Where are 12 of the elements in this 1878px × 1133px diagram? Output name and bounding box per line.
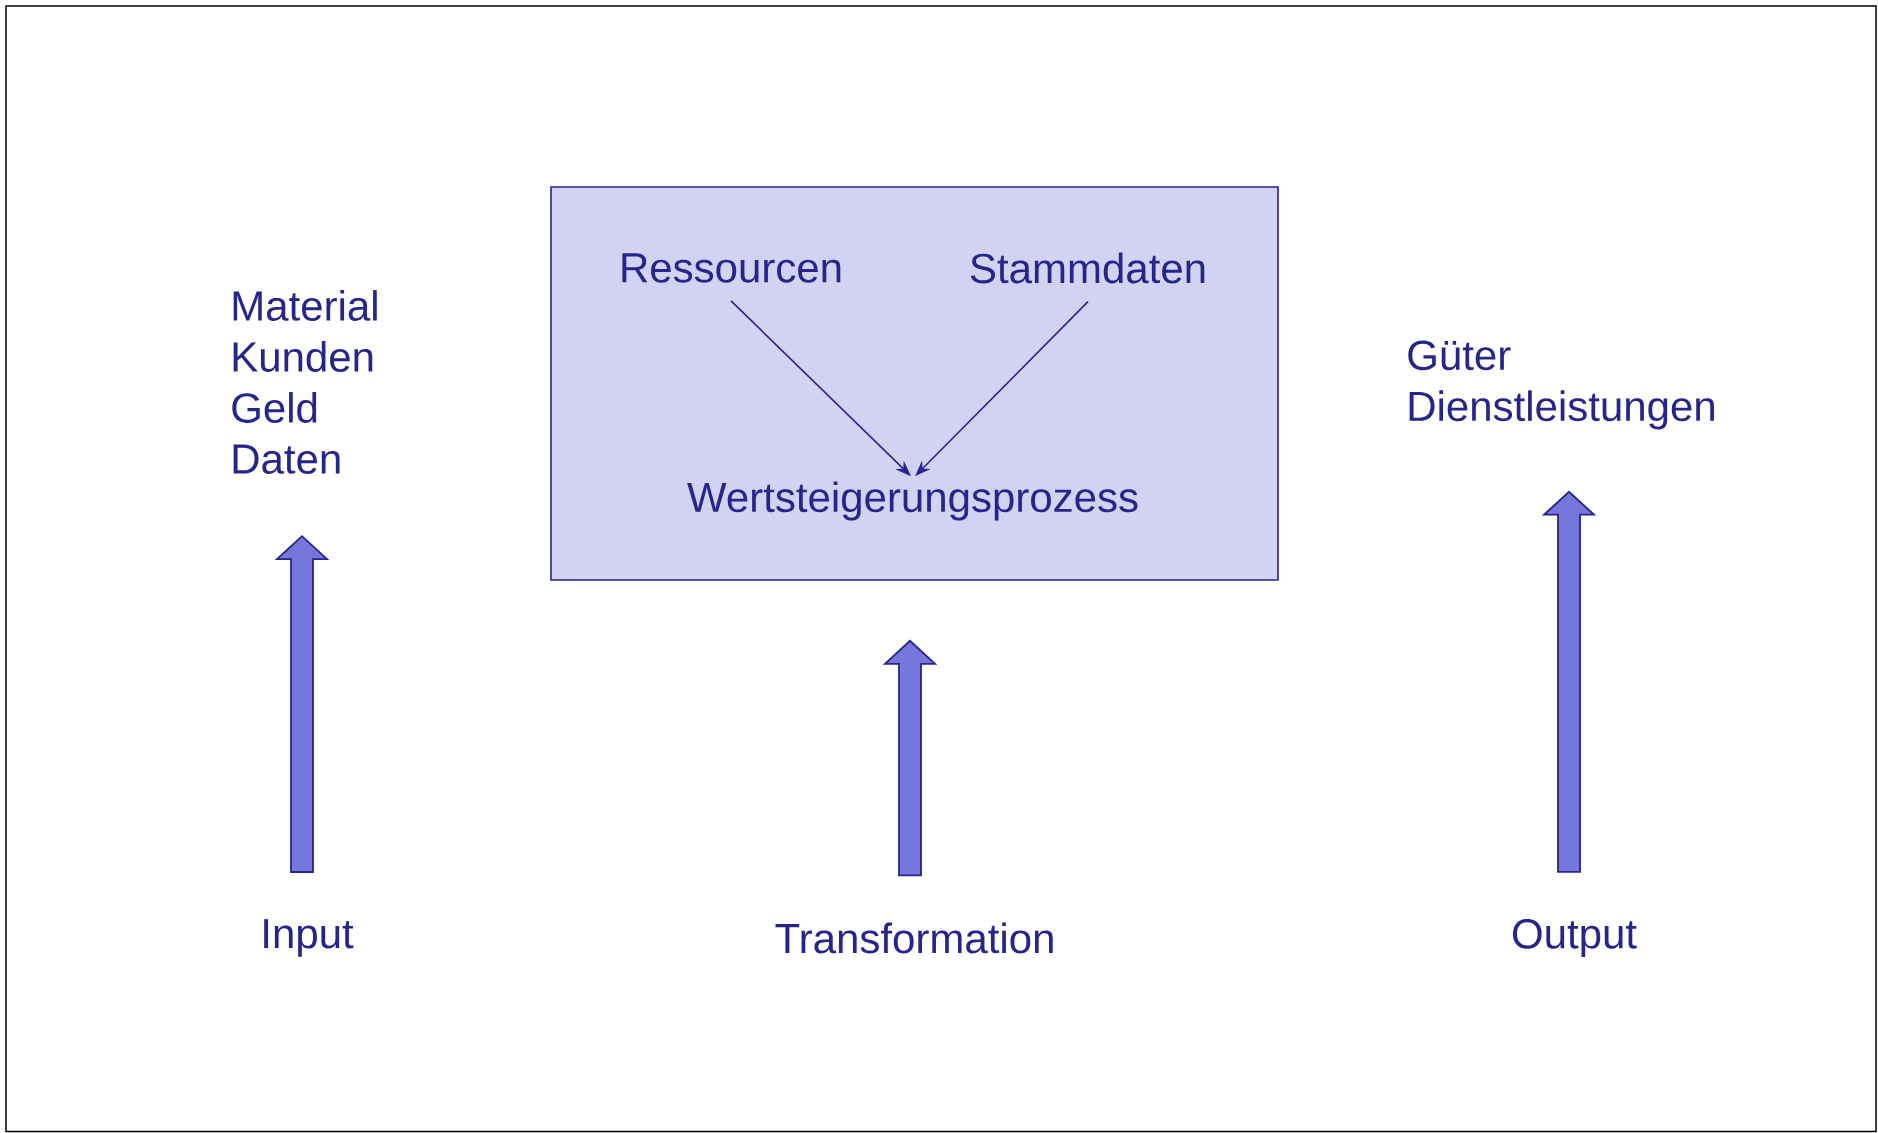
- process-box: [550, 186, 1279, 581]
- item-list: Material Kunden Geld Daten: [232, 290, 377, 474]
- label-text: Transformation: [775, 922, 1053, 954]
- label-text: Input: [264, 919, 354, 957]
- label-text: Stammdaten: [970, 252, 1205, 284]
- item-list: Güter Dienstleistungen: [1408, 340, 1714, 430]
- block-arrow: [1541, 490, 1597, 873]
- label-text: Wertsteigerungsprozess: [687, 481, 1138, 521]
- block-arrow: [882, 639, 938, 877]
- label-text: Ressourcen: [622, 253, 841, 283]
- label-text: Output: [1512, 919, 1637, 957]
- block-arrow: [274, 534, 330, 873]
